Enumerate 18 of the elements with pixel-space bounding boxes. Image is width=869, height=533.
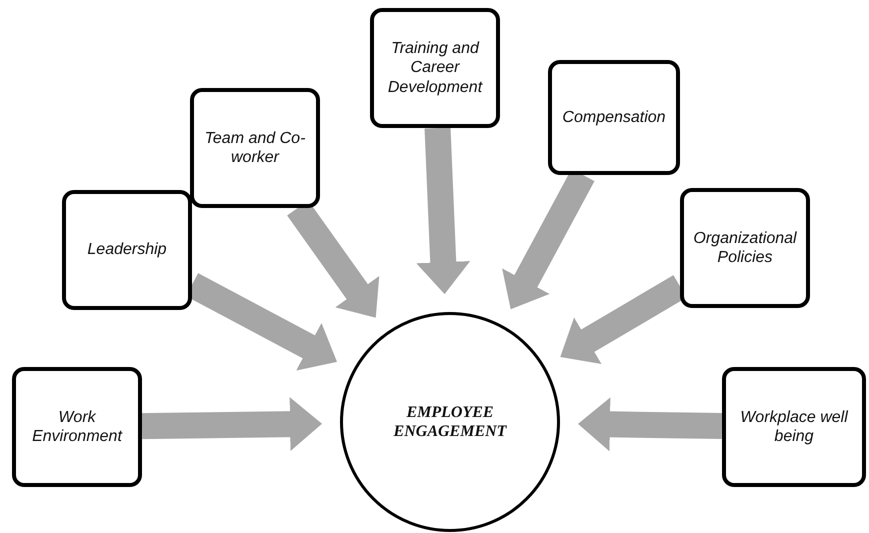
box-label: Organizational Policies [692, 228, 798, 268]
process-box [722, 367, 866, 487]
box-label: Compensation [562, 108, 666, 128]
process-box [62, 190, 192, 310]
block-arrow [416, 127, 470, 294]
process-box [370, 8, 500, 128]
block-arrow [578, 397, 722, 452]
block-arrow [142, 397, 322, 452]
process-box [680, 188, 810, 308]
box-label: Workplace well being [739, 408, 850, 446]
box-label: Team and Co-worker [204, 128, 306, 168]
process-box [190, 88, 320, 208]
box-label: Training and Career Development [386, 39, 484, 97]
circle-label: EMPLOYEE ENGAGEMENT [392, 402, 508, 442]
box-label: Work Environment [31, 408, 124, 446]
process-box [12, 367, 142, 487]
box-label: Leadership [87, 240, 167, 260]
process-box [548, 60, 680, 175]
